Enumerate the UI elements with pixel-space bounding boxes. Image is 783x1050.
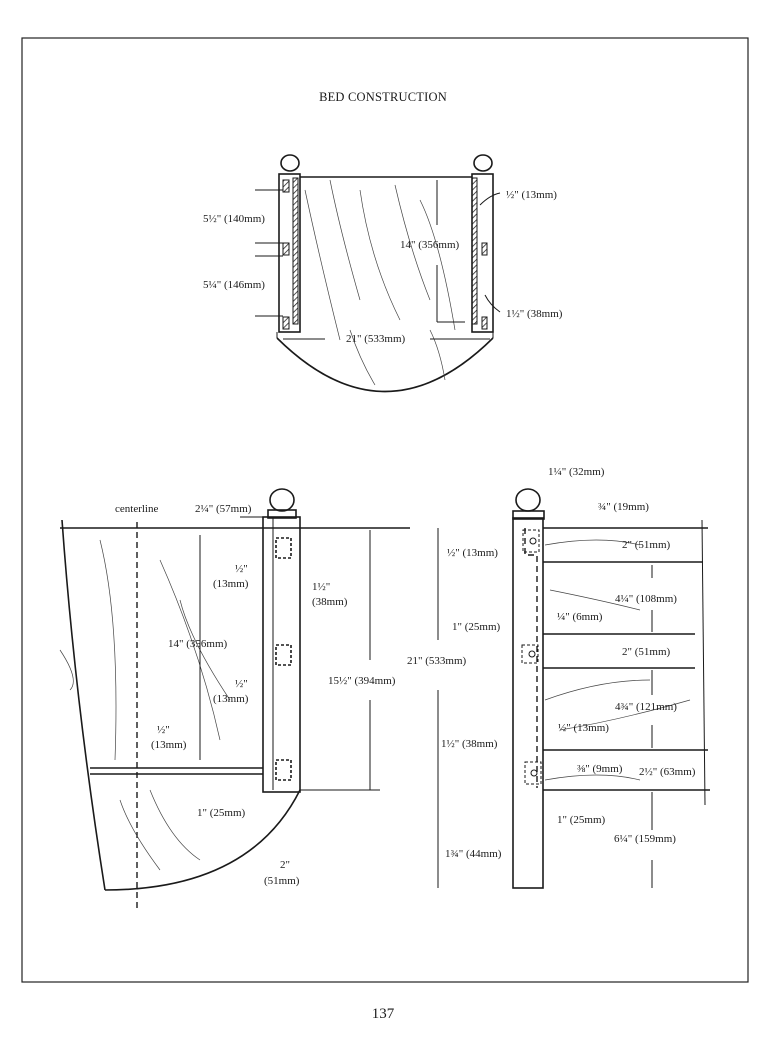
dim-label: 21" (533mm)	[407, 655, 467, 667]
headboard-curve	[276, 337, 494, 393]
dim-label: 2" (51mm)	[622, 539, 671, 551]
side-view-labels: centerline 2¼" (57mm) ½" (13mm) 1½" (38m…	[115, 503, 396, 887]
dim-label: (13mm)	[213, 578, 249, 590]
top-view-drawing	[255, 154, 501, 393]
dim-label: ½" (13mm)	[558, 722, 609, 734]
dim-label: (13mm)	[151, 739, 187, 751]
dim-label: ½"	[235, 678, 248, 690]
dim-label: 5¼" (146mm)	[203, 279, 265, 291]
dim-label: ½" (13mm)	[506, 189, 557, 201]
dim-label: 1" (25mm)	[452, 621, 501, 633]
dim-label: (38mm)	[312, 596, 348, 608]
dim-label: 1" (25mm)	[197, 807, 246, 819]
dim-label: 21" (533mm)	[346, 333, 406, 345]
dim-label: 2"	[280, 859, 290, 871]
dim-label: ⅜" (9mm)	[577, 763, 623, 775]
dim-label: 2" (51mm)	[622, 646, 671, 658]
page-frame	[21, 37, 749, 983]
dim-label: (51mm)	[264, 875, 300, 887]
dim-label: 2½" (63mm)	[639, 766, 696, 778]
centerline-label: centerline	[115, 503, 158, 515]
dim-label: ½"	[235, 563, 248, 575]
dim-label: 1¾" (44mm)	[445, 848, 502, 860]
post	[512, 517, 544, 889]
page-title: BED CONSTRUCTION	[319, 90, 447, 104]
dim-label: 1½" (38mm)	[506, 308, 563, 320]
front-view-labels: 1¼" (32mm) ¾" (19mm) ½" (13mm) 2" (51mm)…	[407, 466, 696, 860]
dim-label: ¾" (19mm)	[598, 501, 649, 513]
side-view-drawing	[59, 488, 410, 908]
dim-label: 5½" (140mm)	[203, 213, 265, 225]
dim-label: 4¼" (108mm)	[615, 593, 677, 605]
dim-label: 1¼" (32mm)	[548, 466, 605, 478]
dim-label: 1" (25mm)	[557, 814, 606, 826]
dim-label: 1½" (38mm)	[441, 738, 498, 750]
dim-label: 15½" (394mm)	[328, 675, 396, 687]
dim-label: ¼" (6mm)	[557, 611, 603, 623]
dim-label: 1½"	[312, 581, 330, 593]
top-view-labels: 5½" (140mm) 5¼" (146mm) 14" (356mm) ½" (…	[203, 189, 563, 345]
dim-label: 4¾" (121mm)	[615, 701, 677, 713]
dim-label: ½" (13mm)	[447, 547, 498, 559]
front-view-drawing	[437, 488, 710, 889]
dim-label: 6¼" (159mm)	[614, 833, 676, 845]
page-number: 137	[372, 1006, 395, 1022]
post-finial-left	[280, 154, 300, 172]
dim-label: 2¼" (57mm)	[195, 503, 252, 515]
side-curve	[104, 789, 301, 891]
post-finial	[269, 488, 295, 512]
dim-label: (13mm)	[213, 693, 249, 705]
dim-label: ½"	[157, 724, 170, 736]
post-left	[278, 173, 301, 333]
dim-label: 14" (356mm)	[168, 638, 228, 650]
dim-label: 14" (356mm)	[400, 239, 460, 251]
post-finial	[515, 488, 541, 512]
post	[262, 516, 301, 793]
post-finial-right	[473, 154, 493, 172]
